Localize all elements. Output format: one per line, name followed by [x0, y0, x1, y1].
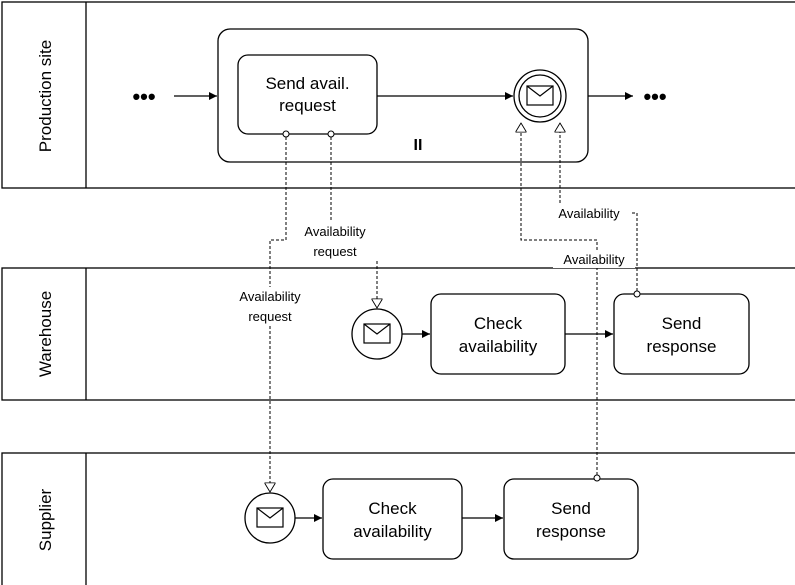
envelope-icon [526, 85, 554, 106]
task-warehouse-check-line1: Check [474, 314, 523, 333]
task-send-avail-request[interactable]: Send avail. request [237, 54, 378, 135]
task-warehouse-check-availability[interactable]: Check availability [430, 293, 566, 375]
label-response-from-warehouse: Availability [558, 206, 620, 221]
parallel-multi-instance-marker: II [414, 137, 423, 154]
task-warehouse-send-line2: response [647, 337, 717, 356]
label-request-to-supplier-line1: Availability [239, 289, 301, 304]
message-flow-response-from-supplier [521, 123, 601, 482]
continuation-dots-start: ••• [132, 84, 155, 109]
task-supplier-send-response[interactable]: Send response [503, 478, 639, 560]
task-supplier-check-line1: Check [368, 499, 417, 518]
lane-label-warehouse: Warehouse [36, 291, 55, 377]
label-request-to-supplier-line2: request [248, 309, 292, 324]
intermediate-catch-message-event[interactable] [513, 69, 567, 123]
envelope-icon [363, 323, 391, 344]
label-request-to-warehouse-line1: Availability [304, 224, 366, 239]
start-message-event-warehouse[interactable] [351, 308, 403, 360]
task-supplier-check-line2: availability [353, 522, 432, 541]
label-response-from-supplier: Availability [563, 252, 625, 267]
task-send-avail-request-line1: Send avail. [265, 74, 349, 93]
envelope-icon [256, 507, 284, 528]
message-flow-request-to-supplier [270, 130, 290, 492]
task-warehouse-check-line2: availability [459, 337, 538, 356]
lane-label-production-site: Production site [36, 40, 55, 152]
task-warehouse-send-response[interactable]: Send response [613, 293, 750, 375]
lane-label-supplier: Supplier [36, 488, 55, 551]
task-supplier-send-line1: Send [551, 499, 591, 518]
task-send-avail-request-line2: request [279, 96, 336, 115]
task-supplier-send-line2: response [536, 522, 606, 541]
task-warehouse-send-line1: Send [662, 314, 702, 333]
start-message-event-supplier[interactable] [244, 492, 296, 544]
continuation-dots-end: ••• [643, 84, 666, 109]
task-supplier-check-availability[interactable]: Check availability [322, 478, 463, 560]
label-request-to-warehouse-line2: request [313, 244, 357, 259]
